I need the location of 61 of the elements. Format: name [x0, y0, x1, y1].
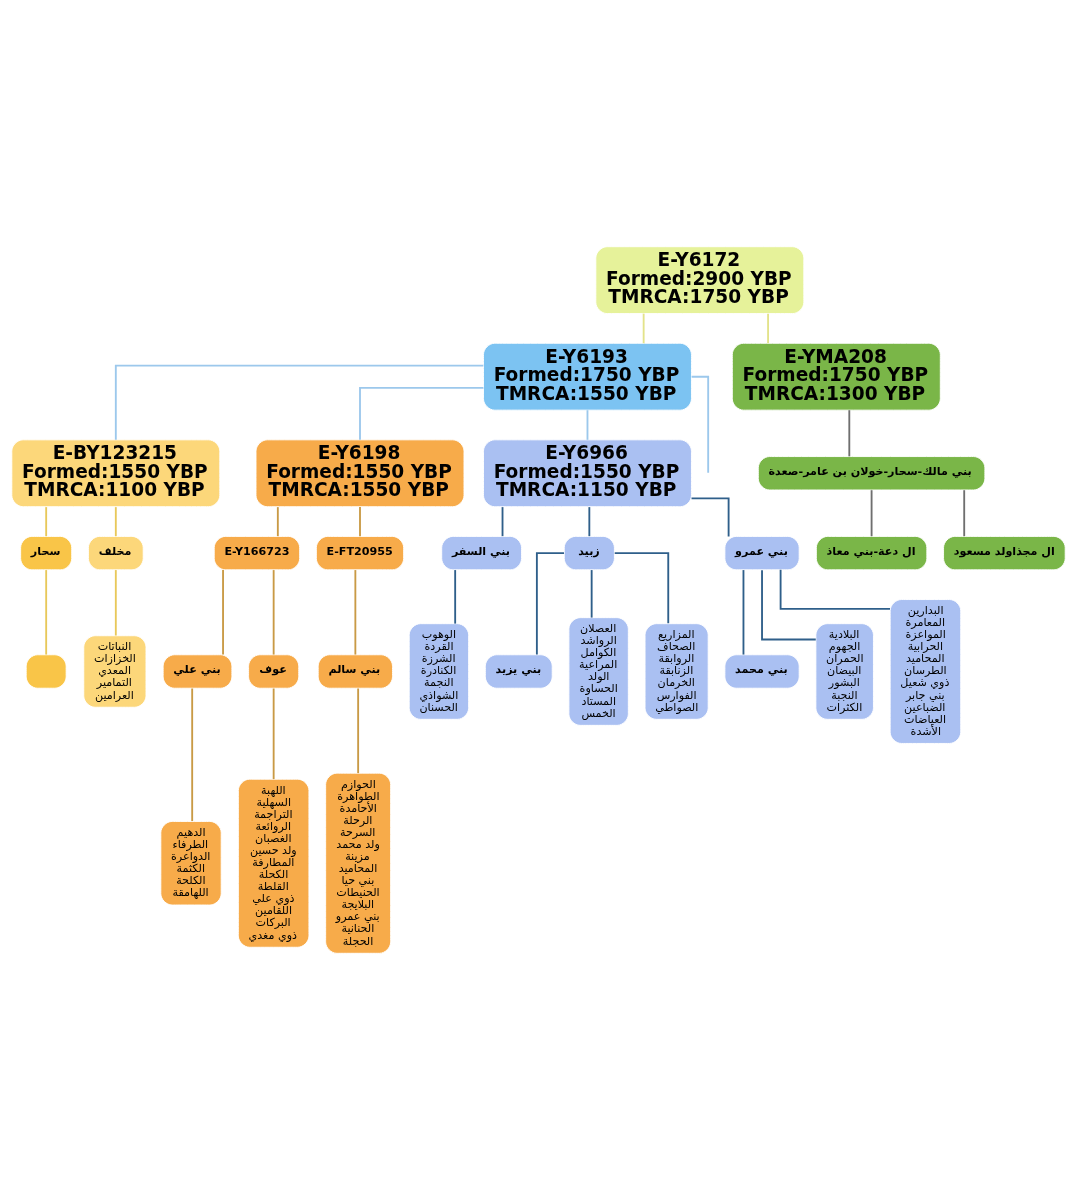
node-box: بني عمرو — [724, 535, 800, 571]
node-box: اللهبة السهلية التراجمة الروائعة الغصبان ولد حسين المطارفة الكحلة القلطة ذوي علي اللقامين البركات ذوي مغدي — [237, 778, 310, 948]
node-box: E-Y6193 Formed:1750 YBP TMRCA:1550 YBP — [483, 342, 692, 411]
connector — [742, 569, 745, 656]
connector — [761, 569, 817, 641]
connector — [222, 569, 224, 656]
connector — [272, 687, 275, 780]
connector — [357, 687, 360, 775]
connector — [454, 569, 457, 625]
connector — [963, 489, 966, 538]
node-box: E-Y6172 Formed:2900 YBP TMRCA:1750 YBP — [595, 246, 805, 315]
node-box: العصلان الرواشد الكوامل المراعية الولد الحساوة المستاد الخمس — [568, 617, 629, 726]
node-box: E-Y6966 Formed:1550 YBP TMRCA:1150 YBP — [483, 439, 692, 508]
node-box: بني محمد — [724, 654, 800, 689]
node-box: النباتات الخزازات المعدي التمامير العرامين — [83, 635, 147, 708]
node-box: زبيد — [563, 535, 615, 571]
node-box: الدهيم الطرفاء الدواعرة الكثمة الكلحة اللهامقة — [160, 820, 222, 906]
node-box: E-YMA208 Formed:1750 YBP TMRCA:1300 YBP — [731, 342, 941, 411]
connector — [354, 569, 357, 656]
node-box: سحار — [20, 535, 73, 571]
connector — [359, 386, 485, 441]
node-box: بني سالم — [317, 654, 393, 689]
connector — [586, 409, 589, 441]
connector — [114, 569, 117, 637]
connector — [767, 312, 769, 345]
connector — [642, 312, 645, 345]
connector — [359, 506, 361, 538]
connector — [501, 506, 504, 538]
node-box: البلادية الجهوم الحمران البيضان البشور النجبة الكثرات — [815, 623, 874, 720]
connector — [588, 506, 591, 538]
node-box: E-BY123215 Formed:1550 YBP TMRCA:1100 YBP — [11, 439, 221, 508]
connector — [535, 552, 565, 656]
connector — [779, 568, 891, 610]
node-box: E-Y166723 — [213, 535, 301, 571]
node-box: البدارين المعامرة المواعزة الحرابية المحاميد الطرسان ذوي شعيل بني جابر الضباعين العياضات الأشدة — [889, 599, 962, 744]
connector — [690, 497, 730, 538]
connector — [870, 489, 873, 538]
node-box: E-FT20955 — [315, 535, 405, 571]
connector — [848, 409, 851, 458]
connector — [114, 364, 485, 441]
node-box: E-Y6198 Formed:1550 YBP TMRCA:1550 YBP — [255, 439, 465, 508]
node-box: بني السفر — [441, 535, 523, 571]
connector — [45, 506, 48, 538]
node-box: بني يزيد — [484, 654, 553, 689]
node-box: مخلف — [87, 535, 144, 571]
node-box: عوف — [248, 654, 300, 689]
connector — [613, 552, 670, 625]
node-box: الوهوب القردة الشرزة الكنادرة النجمة الشواذي الحسنان — [408, 623, 470, 720]
node-box: المزاريع الصحاف الروابقة الزنابقة الخرمان الفوارس الصواطي — [644, 623, 709, 720]
connector — [191, 687, 194, 822]
node-box — [25, 654, 67, 689]
node-box: الحوازم الطواهرة الأحامدة الرحلة السرحة ولد محمد مزينة المحاميد بني حيا الحنيطات البلايجة بني عمرو الحنانية الحجلة — [325, 772, 392, 954]
node-box: بني مالك-سحار-خولان بن عامر-صعدة — [757, 456, 986, 491]
connector — [272, 569, 275, 656]
node-box: ال مجذاولد مسعود — [943, 535, 1066, 571]
connector — [276, 506, 279, 538]
connector — [45, 569, 48, 656]
node-box: ال دعة-بني معاذ — [815, 535, 928, 571]
connector — [114, 506, 117, 538]
connector — [590, 569, 593, 619]
node-box: بني علي — [162, 654, 233, 689]
